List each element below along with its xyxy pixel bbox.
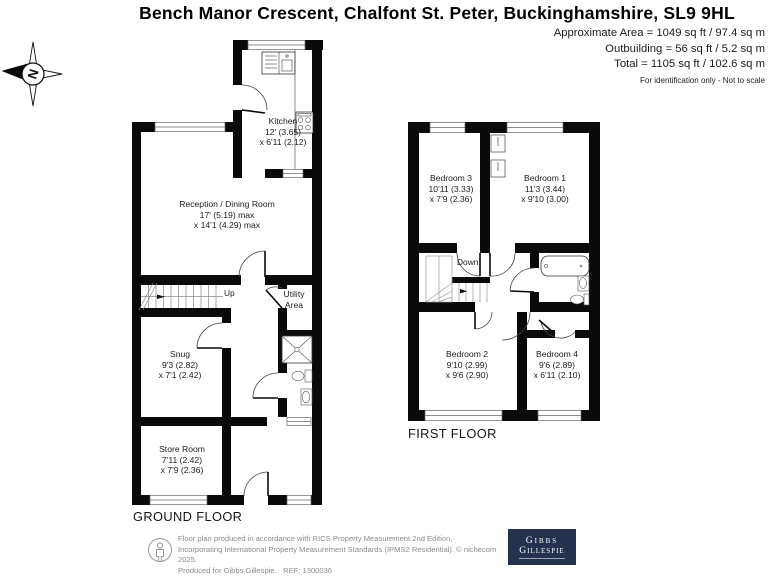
approximate-area: Approximate Area = 1049 sq ft / 97.4 sq … (553, 27, 765, 39)
compass-n-label: N (24, 67, 41, 81)
logo-line2: Gillespie (519, 546, 565, 559)
bedroom2-label: Bedroom 2 9'10 (2.99) x 9'6 (2.90) (445, 349, 489, 381)
ground-floor-plan: Kitchen 12' (3.65) x 6'11 (2.12) Recepti… (127, 36, 323, 506)
page-title: Bench Manor Crescent, Chalfont St. Peter… (139, 3, 735, 23)
stairs-down-label: Down (457, 257, 479, 267)
ground-floor-drawing (132, 40, 323, 505)
first-floor-name: FIRST FLOOR (408, 426, 497, 441)
ground-floor-name: GROUND FLOOR (133, 509, 243, 524)
first-floor-plan: Bedroom 3 10'11 (3.33) x 7'9 (2.36) Bedr… (405, 120, 601, 425)
area-summary: Approximate Area = 1049 sq ft / 97.4 sq … (554, 26, 765, 86)
bedroom3-label: Bedroom 3 10'11 (3.33) x 7'9 (2.36) (428, 173, 474, 205)
utility-label: Utility Area (283, 289, 305, 310)
snug-label: Snug 9'3 (2.82) x 7'1 (2.42) (158, 349, 202, 381)
kitchen-label: Kitchen 12' (3.65) x 6'11 (2.12) (259, 116, 307, 148)
first-floor-drawing (408, 122, 600, 421)
gibbs-gillespie-logo: Gibbs Gillespie (508, 529, 576, 565)
logo-line1: Gibbs (525, 535, 559, 546)
bedroom4-label: Bedroom 4 9'6 (2.89) x 6'11 (2.10) (533, 349, 581, 381)
stairs-up-label: Up (224, 288, 235, 298)
compass-icon: N (1, 40, 64, 113)
outbuilding-area: Outbuilding = 56 sq ft / 5.2 sq m (605, 42, 765, 55)
bedroom1-label: Bedroom 1 11'3 (3.44) x 9'10 (3.00) (521, 173, 569, 205)
reception-label: Reception / Dining Room 17' (5.19) max x… (179, 199, 275, 231)
footer-disclaimer: Floor plan produced in accordance with R… (178, 534, 497, 575)
disclaimer: For identification only - Not to scale (640, 75, 765, 85)
store-room-label: Store Room 7'11 (2.42) x 7'9 (2.36) (159, 444, 205, 476)
total-area: Total = 1105 sq ft / 102.6 sq m (614, 58, 765, 70)
person-icon (147, 536, 173, 569)
